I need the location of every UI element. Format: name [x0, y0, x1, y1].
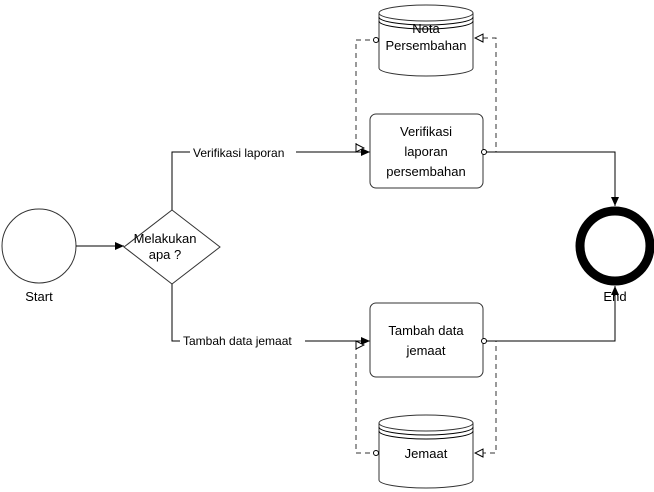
connector-dot: [481, 149, 487, 155]
datastore-nota-line1: Nota: [412, 21, 440, 36]
task-verify-line1: Verifikasi: [400, 124, 452, 139]
task-add-line2: jemaat: [405, 343, 445, 358]
edge-add-to-end: [483, 286, 619, 342]
task-add-line1: Tambah data: [388, 323, 464, 338]
decision-gateway: Melakukan apa ?: [123, 209, 221, 285]
end-label: End: [603, 289, 626, 304]
edge-verify-to-end: [483, 151, 619, 206]
edge-label-add: Tambah data jemaat: [183, 334, 292, 348]
association-nota-to-verify: [355, 39, 379, 148]
decision-label-line2: apa ?: [149, 247, 182, 262]
end-event: End: [575, 206, 654, 304]
start-event: Start: [1, 208, 77, 304]
association-dot: [373, 450, 379, 456]
task-verify-line2: laporan: [404, 144, 447, 159]
start-label: Start: [25, 289, 53, 304]
decision-label-line1: Melakukan: [134, 231, 197, 246]
datastore-nota-line2: Persembahan: [386, 38, 467, 53]
task-add-member: Tambah data jemaat: [369, 302, 484, 378]
edge-gateway-to-verify: [171, 148, 370, 210]
association-verify-to-nota: [475, 37, 497, 153]
datastore-nota-persembahan: Nota Persembahan: [378, 4, 474, 77]
edge-label-verify: Verifikasi laporan: [193, 146, 284, 160]
association-jemaat-to-add: [355, 345, 379, 454]
edge-gateway-to-add: [171, 284, 370, 345]
datastore-jemaat: Jemaat: [378, 414, 474, 489]
association-dot: [373, 37, 379, 43]
edge-label-bg-add: [180, 333, 305, 348]
association-add-to-jemaat: [475, 340, 497, 454]
task-verify-report: Verifikasi laporan persembahan: [369, 113, 484, 189]
edge-label-bg-verify: [190, 145, 296, 160]
datastore-jemaat-label: Jemaat: [405, 446, 448, 461]
task-verify-line3: persembahan: [386, 164, 466, 179]
connector-dot: [481, 338, 487, 344]
